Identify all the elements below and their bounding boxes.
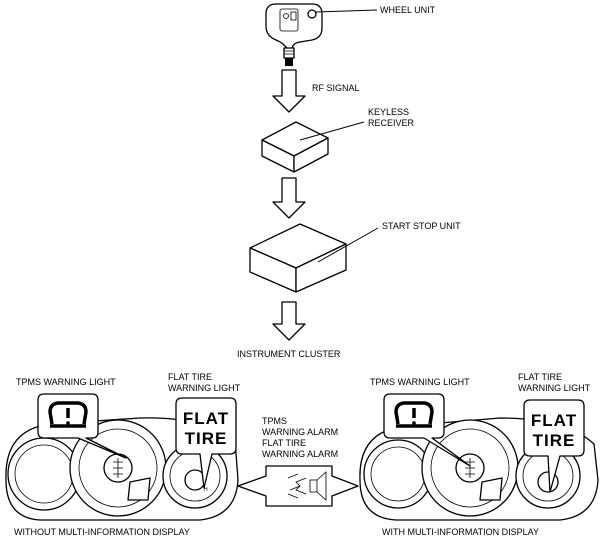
with-mid-caption: WITH MULTI-INFORMATION DISPLAY (382, 527, 539, 537)
flat-text-right: FLAT (531, 411, 577, 430)
down-arrow-icon (272, 69, 306, 113)
down-arrow-icon (272, 301, 306, 341)
wheel-unit-label: WHEEL UNIT (380, 5, 436, 15)
keyless-receiver-box (261, 121, 329, 173)
flat-tire-callout-left: FLAT TIRE (175, 397, 237, 489)
rf-signal-label: RF SIGNAL (312, 83, 360, 93)
alarm-label-4: WARNING ALARM (262, 449, 338, 459)
keyless-receiver-label-2: RECEIVER (368, 118, 415, 128)
flat-text-left: FLAT (183, 409, 229, 428)
small-gauge-marker: H (204, 487, 208, 493)
down-arrow-icon (272, 177, 306, 219)
tpms-warning-light-label-right: TPMS WARNING LIGHT (370, 377, 470, 387)
keyless-receiver-label-1: KEYLESS (368, 107, 409, 117)
flat-tire-label-2-right: WARNING LIGHT (518, 383, 591, 393)
flat-tire-label-1-left: FLAT TIRE (168, 372, 212, 382)
start-stop-unit-box (249, 223, 347, 293)
instrument-cluster-label: INSTRUMENT CLUSTER (237, 349, 341, 359)
alarm-label-1: TPMS (262, 416, 287, 426)
without-mid-caption: WITHOUT MULTI-INFORMATION DISPLAY (14, 527, 190, 537)
alarm-label-3: FLAT TIRE (262, 438, 306, 448)
flat-tire-label-2-left: WARNING LIGHT (168, 383, 241, 393)
tire-text-right: TIRE (533, 431, 576, 450)
start-stop-unit-label: START STOP UNIT (382, 221, 461, 231)
tire-text-left: TIRE (185, 429, 228, 448)
alarm-label-2: WARNING ALARM (262, 427, 338, 437)
tpms-callout-right (383, 393, 471, 467)
flat-tire-label-1-right: FLAT TIRE (518, 372, 562, 382)
tire-pressure-icon (48, 401, 88, 428)
speaker-icon (237, 465, 359, 507)
tpms-callout-left (37, 393, 127, 459)
tire-pressure-icon (394, 401, 434, 428)
wheel-unit-sensor (265, 3, 323, 66)
tpms-warning-light-label-left: TPMS WARNING LIGHT (16, 377, 116, 387)
flat-tire-callout-right: FLAT TIRE (523, 399, 585, 493)
